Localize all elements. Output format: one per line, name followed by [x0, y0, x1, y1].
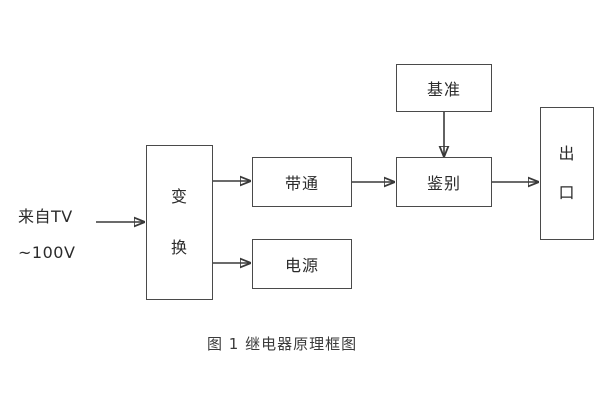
block-power-supply: 电源: [252, 239, 352, 289]
block-output-char1: 出: [558, 143, 576, 163]
block-discriminator: 鉴别: [396, 157, 492, 207]
input-label-line2: ~100V: [18, 243, 76, 262]
figure-caption: 图 1 继电器原理框图: [207, 335, 358, 353]
input-label-line1: 来自TV: [18, 207, 73, 226]
block-output: 出 口: [540, 107, 594, 240]
block-output-char2: 口: [558, 183, 576, 203]
block-converter-char1: 变: [170, 187, 188, 207]
block-converter-char2: 换: [170, 237, 188, 257]
block-converter: 变 换: [146, 145, 213, 300]
block-reference: 基准: [396, 64, 492, 112]
block-bandpass: 带通: [252, 157, 352, 207]
